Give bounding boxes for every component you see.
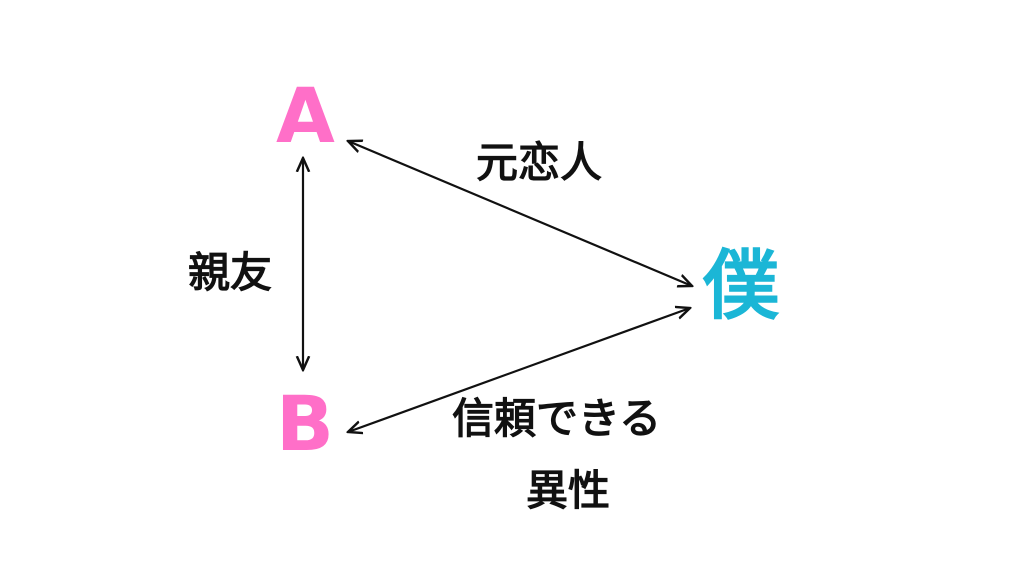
edge-a-me-label: 元恋人 <box>476 138 603 187</box>
edge-a-me-arrow <box>348 141 692 286</box>
edge-b-me-label-line2: 異性 <box>526 466 611 515</box>
node-a: A <box>276 71 335 160</box>
node-b: B <box>276 379 334 468</box>
edge-a-b-label: 親友 <box>188 248 273 297</box>
edge-b-me-arrow <box>348 308 690 432</box>
node-me: 僕 <box>703 241 779 330</box>
edge-b-me-label-line1: 信頼できる <box>452 394 662 443</box>
